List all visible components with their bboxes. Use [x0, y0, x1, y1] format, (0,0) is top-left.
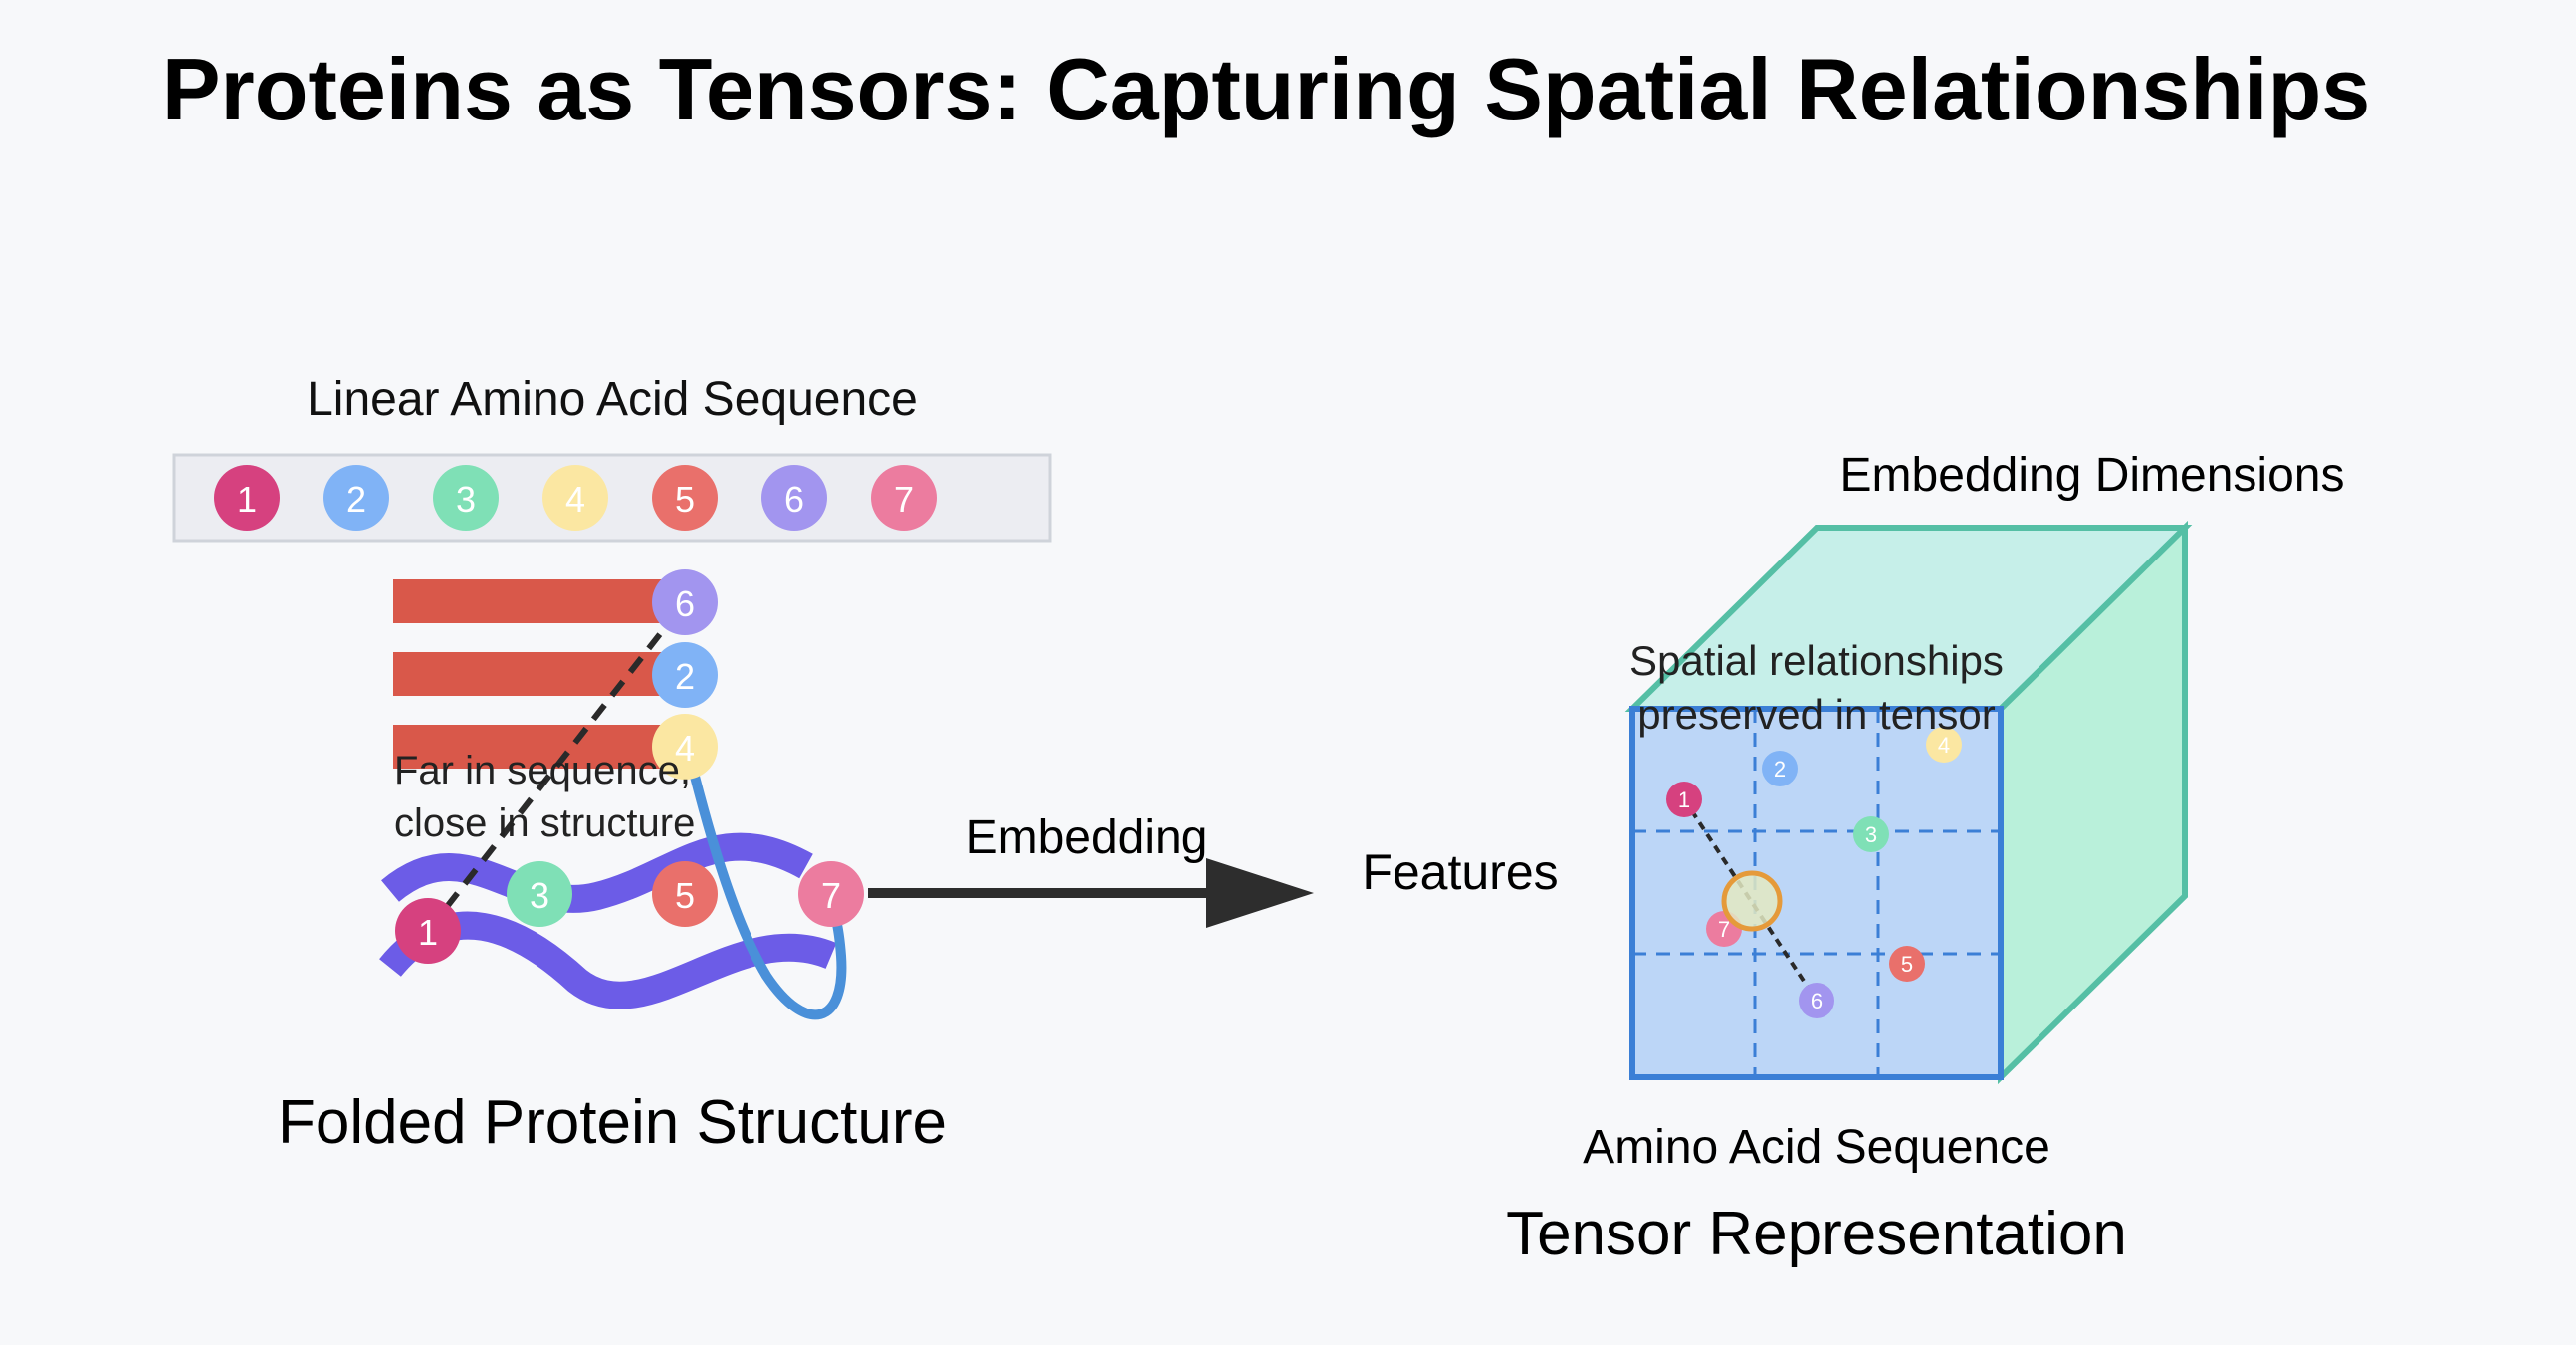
- residue-label: 5: [675, 479, 695, 520]
- amino-acid-sequence-label: Amino Acid Sequence: [1583, 1121, 2050, 1174]
- helix-upper: [381, 832, 813, 913]
- sequence-residue-6: 6: [761, 465, 827, 531]
- residue-circle: [1799, 983, 1834, 1018]
- residue-label: 2: [346, 479, 366, 520]
- beta-strand: [393, 652, 687, 696]
- residue-label: 1: [237, 479, 257, 520]
- embedding-label: Embedding: [966, 811, 1208, 864]
- tensor-contact-line: [1682, 797, 1819, 1003]
- embedding-arrow-head: [1206, 858, 1314, 928]
- residue-label: 3: [1865, 822, 1877, 847]
- folded-residue-7: 7: [798, 861, 864, 927]
- residue-circle: [652, 569, 718, 635]
- folded-residue-3: 3: [507, 861, 572, 927]
- residue-label: 2: [1774, 757, 1786, 782]
- residue-circle: [652, 642, 718, 708]
- sequence-residue-5: 5: [652, 465, 718, 531]
- residue-label: 6: [675, 583, 695, 624]
- sequence-residues: 1 2 3 4 5 6 7: [214, 465, 937, 531]
- residue-circle: [1762, 751, 1798, 786]
- annotation-line-2: close in structure: [394, 801, 695, 845]
- residue-label: 1: [1678, 787, 1690, 812]
- residue-label: 7: [1718, 917, 1730, 942]
- sequence-residue-3: 3: [433, 465, 499, 531]
- sequence-residue-4: 4: [542, 465, 608, 531]
- tensor-grid: [1632, 709, 2001, 1077]
- folded-residues: 6 2 4 3 5 7 1: [395, 569, 864, 964]
- features-label: Features: [1362, 844, 1558, 900]
- residue-circle: [798, 861, 864, 927]
- sequence-label: Linear Amino Acid Sequence: [307, 373, 918, 426]
- residue-circle: [761, 465, 827, 531]
- tensor-residue-1: 1: [1666, 782, 1702, 817]
- beta-strand: [393, 579, 687, 623]
- tensor-note-line-2: preserved in tensor: [1637, 691, 1996, 738]
- residue-circle: [652, 465, 718, 531]
- residue-circle: [1666, 782, 1702, 817]
- loop: [682, 743, 847, 1020]
- residue-label: 7: [821, 875, 841, 916]
- residue-label: 2: [675, 656, 695, 697]
- folded-structure-label: Folded Protein Structure: [278, 1088, 947, 1157]
- folded-residue-2: 2: [652, 642, 718, 708]
- residue-label: 5: [675, 875, 695, 916]
- residue-label: 6: [1811, 989, 1823, 1013]
- tensor-residue-4: 4: [1926, 727, 1962, 763]
- folded-residue-6: 6: [652, 569, 718, 635]
- page-title: Proteins as Tensors: Capturing Spatial R…: [162, 40, 2370, 138]
- residue-circle: [1926, 727, 1962, 763]
- residue-circle: [395, 898, 461, 964]
- residue-label: 4: [1938, 733, 1950, 758]
- beta-sheet: [393, 579, 687, 769]
- residue-label: 1: [418, 912, 438, 953]
- tensor-cube: 1 2 3 4 5 6 7: [1624, 520, 2193, 1085]
- residue-circle: [871, 465, 937, 531]
- residue-circle: [507, 861, 572, 927]
- residue-label: 4: [675, 728, 695, 769]
- residue-circle: [214, 465, 280, 531]
- residue-label: 6: [784, 479, 804, 520]
- residue-label: 5: [1901, 952, 1913, 977]
- tensor-representation-label: Tensor Representation: [1506, 1200, 2127, 1268]
- residue-circle: [542, 465, 608, 531]
- annotation-line-1: Far in sequence,: [394, 749, 691, 792]
- tensor-residue-2: 2: [1762, 751, 1798, 786]
- sequence-residue-2: 2: [323, 465, 389, 531]
- tensor-residue-5: 5: [1889, 946, 1925, 982]
- tensor-residue-3: 3: [1853, 816, 1889, 852]
- residue-circle: [1853, 816, 1889, 852]
- folded-residue-4: 4: [652, 714, 718, 780]
- residue-circle: [1889, 946, 1925, 982]
- tensor-residues: 1 2 3 4 5 6 7: [1666, 727, 1962, 1018]
- residue-circle: [433, 465, 499, 531]
- residue-circle: [652, 714, 718, 780]
- folded-residue-1: 1: [395, 898, 461, 964]
- residue-label: 3: [456, 479, 476, 520]
- contact-line: [425, 600, 688, 933]
- contact-highlight: [1721, 870, 1783, 932]
- beta-strand: [393, 725, 687, 769]
- residue-circle: [323, 465, 389, 531]
- sequence-residue-1: 1: [214, 465, 280, 531]
- cube-front-face: [1629, 706, 2004, 1080]
- tensor-residue-6: 6: [1799, 983, 1834, 1018]
- embedding-dimensions-label: Embedding Dimensions: [1840, 449, 2345, 502]
- residue-label: 4: [565, 479, 585, 520]
- tensor-note-line-1: Spatial relationships: [1629, 637, 2004, 684]
- sequence-residue-7: 7: [871, 465, 937, 531]
- residue-circle: [652, 861, 718, 927]
- residue-label: 3: [530, 875, 549, 916]
- residue-label: 7: [894, 479, 914, 520]
- folded-residue-5: 5: [652, 861, 718, 927]
